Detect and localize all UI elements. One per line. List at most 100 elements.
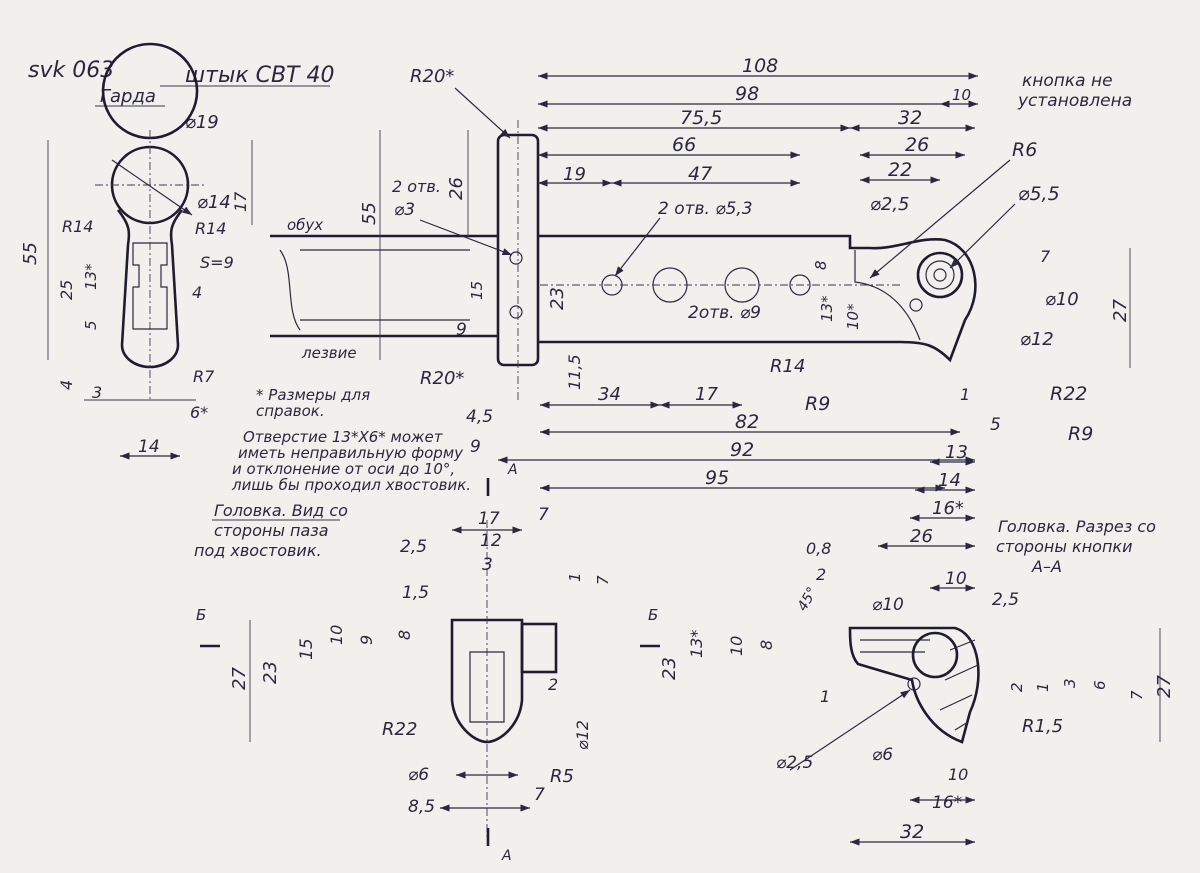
blade-v27: 27 <box>1110 299 1131 322</box>
hv-v2: 2 <box>548 675 558 694</box>
blade-v7: 7 <box>1040 247 1051 266</box>
guard-view: Гарда ⌀19 ⌀14 R14 R14 S=9 55 17 25 13* 5… <box>20 42 253 460</box>
hs-v23: 23 <box>659 657 680 680</box>
dim-32: 32 <box>898 107 922 129</box>
hs-v1b: 1 <box>1034 682 1052 692</box>
dim-108: 108 <box>742 55 778 77</box>
note-hole-line4: лишь бы проходил хвостовик. <box>231 476 471 494</box>
blade-view: обух лезвие R20* R20* 55 26 15 9 2 отв. … <box>270 55 1131 550</box>
hs-a45: 45° <box>795 584 821 614</box>
hs-d10: 10 <box>945 569 967 589</box>
head-section: Головка. Разрез со стороны кнопки A–A 0,… <box>640 517 1175 846</box>
note-hole-line1: Отверстие 13*X6* может <box>243 428 444 446</box>
hv-sec-b: Б <box>196 606 206 624</box>
hv-sec-a: A <box>501 848 512 864</box>
guard-v4: 4 <box>192 283 202 302</box>
blade-r20-bottom: R20* <box>420 368 464 389</box>
section-mark-a-top: A <box>507 462 518 478</box>
label-d12: ⌀12 <box>1020 329 1054 350</box>
label-r22: R22 <box>1050 383 1087 405</box>
note-hole-line2: иметь неправильную форму <box>238 444 464 462</box>
guard-s9: S=9 <box>200 253 234 272</box>
hv-v27: 27 <box>229 667 250 690</box>
button-note-line2: установлена <box>1017 91 1132 111</box>
hv-r22: R22 <box>382 719 417 740</box>
label-v5: 5 <box>990 415 1001 435</box>
hs-v1: 1 <box>820 687 830 706</box>
dim-98: 98 <box>735 83 759 105</box>
blade-v11-5: 11,5 <box>565 354 584 390</box>
guard-v55: 55 <box>20 242 41 265</box>
head-view-title-1: Головка. Вид со <box>214 501 348 520</box>
hv-v23: 23 <box>260 661 281 684</box>
guard-h6: 6* <box>190 403 208 422</box>
guard-r7: R7 <box>193 367 215 386</box>
hv-v1: 1 <box>566 572 584 582</box>
hs-d2-5: 2,5 <box>992 590 1019 610</box>
dim-75-5: 75,5 <box>680 107 722 129</box>
head-section-title-2: стороны кнопки <box>996 537 1132 556</box>
head-view: Головка. Вид со стороны паза под хвостов… <box>194 501 612 864</box>
dim-66: 66 <box>672 134 696 156</box>
blade-holes3-d: ⌀3 <box>394 200 415 220</box>
blade-r20-top: R20* <box>410 66 454 87</box>
label-d2-5: ⌀2,5 <box>870 194 909 215</box>
note-hole-line3: и отклонение от оси до 10°, <box>232 460 455 478</box>
hs-v3: 3 <box>1061 678 1079 688</box>
drawing-code: svk 063 <box>28 58 114 83</box>
hs-d2: 2 <box>816 565 826 584</box>
guard-r14b: R14 <box>195 219 226 238</box>
hv-d1-5: 1,5 <box>402 583 429 603</box>
dim-47: 47 <box>688 163 712 185</box>
dim-92: 92 <box>730 439 754 461</box>
blade-holes53: 2 отв. ⌀5,3 <box>658 199 753 219</box>
hv-d17: 17 <box>478 509 500 529</box>
label-r14: R14 <box>770 356 805 377</box>
hs-d6: ⌀6 <box>872 745 893 765</box>
dim-34: 34 <box>598 384 621 405</box>
guard-h3: 3 <box>92 383 102 402</box>
label-lezvie: лезвие <box>301 344 357 362</box>
hs-v7: 7 <box>1128 690 1146 700</box>
hs-v6: 6 <box>1091 680 1109 690</box>
hv-d6: ⌀6 <box>408 765 429 785</box>
guard-v17: 17 <box>231 191 250 212</box>
button-note-line1: кнопка не <box>1022 71 1113 91</box>
blade-v9: 9 <box>456 320 467 340</box>
dim-17: 17 <box>695 384 718 405</box>
blade-holes3: 2 отв. <box>392 177 441 196</box>
hs-sec-b: Б <box>648 606 658 624</box>
hs-d2-5b: ⌀2,5 <box>776 753 813 773</box>
blade-v26: 26 <box>446 177 467 200</box>
hs-d10phi: ⌀10 <box>872 595 904 615</box>
hs-v10: 10 <box>727 636 746 656</box>
hv-d12: 12 <box>480 531 502 551</box>
hs-d10b: 10 <box>948 765 968 784</box>
hv-d7: 7 <box>538 505 549 525</box>
hs-v2: 2 <box>1008 682 1026 692</box>
hv-v9: 9 <box>357 635 376 645</box>
hv-v7: 7 <box>594 575 612 585</box>
hs-r1-5: R1,5 <box>1022 716 1063 737</box>
hs-v13: 13* <box>687 630 706 658</box>
blade-v15: 15 <box>468 281 486 300</box>
guard-d14: ⌀14 <box>197 192 231 213</box>
guard-v5: 5 <box>82 320 100 330</box>
label-r6: R6 <box>1012 139 1037 161</box>
hs-d0-8: 0,8 <box>806 539 831 558</box>
label-d5-5: ⌀5,5 <box>1018 183 1060 205</box>
dim-19: 19 <box>563 164 586 185</box>
hs-v8: 8 <box>757 640 776 650</box>
blade-v55: 55 <box>359 202 380 225</box>
hs-d16: 16* <box>932 793 962 813</box>
label-v16: 16* <box>932 498 964 519</box>
guard-r14a: R14 <box>62 217 93 236</box>
label-r9b: R9 <box>1068 423 1093 445</box>
blade-v13: 13* <box>818 295 836 322</box>
hv-r5: R5 <box>550 766 574 787</box>
hv-d8-5: 8,5 <box>408 797 435 817</box>
dim-4-5: 4,5 <box>466 407 493 427</box>
blade-holes9: 2отв. ⌀9 <box>688 303 761 323</box>
head-section-title-1: Головка. Разрез со <box>998 517 1156 536</box>
